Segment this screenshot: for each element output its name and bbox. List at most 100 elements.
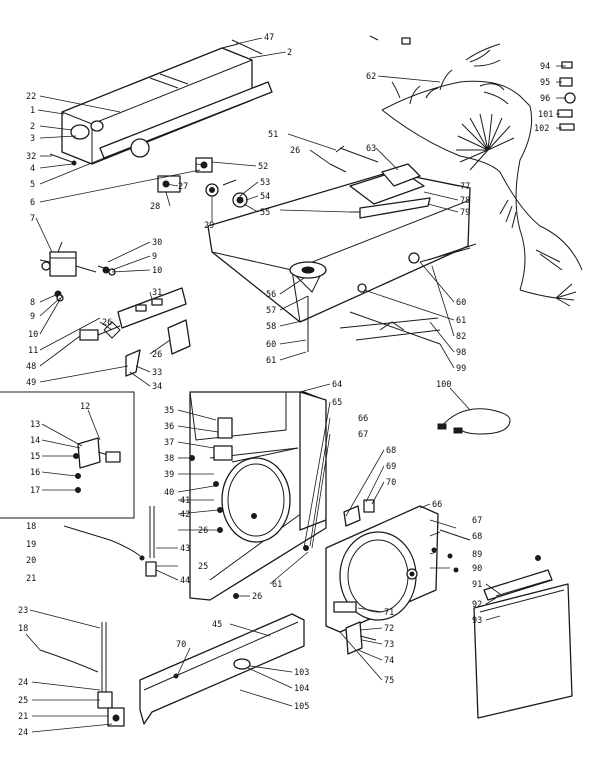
callout-65: 65 (332, 398, 342, 408)
hinge (343, 505, 361, 527)
hinge-bracket (333, 601, 357, 613)
switch (79, 329, 99, 341)
leader-lines (25, 37, 566, 733)
callout-54: 54 (260, 192, 270, 202)
callout-67: 67 (358, 430, 368, 440)
callout-77: 77 (460, 182, 470, 192)
callout-2: 2 (287, 48, 292, 58)
callout-53: 53 (260, 178, 270, 188)
callout-26: 26 (152, 350, 162, 360)
toe-panel (139, 613, 305, 725)
callout-11: 11 (28, 346, 38, 356)
kick-bracket (483, 569, 553, 601)
screw (49, 153, 73, 163)
callout-70: 70 (176, 640, 186, 650)
clip (125, 349, 141, 377)
callout-100: 100 (436, 380, 451, 390)
callout-32: 32 (26, 152, 36, 162)
callout-69: 69 (386, 462, 396, 472)
bracket (167, 319, 191, 355)
callout-2: 2 (30, 122, 35, 132)
callout-17: 17 (30, 486, 40, 496)
callout-19: 19 (26, 540, 36, 550)
callout-30: 30 (152, 238, 162, 248)
callout-72: 72 (384, 624, 394, 634)
callout-75: 75 (384, 676, 394, 686)
selector-knob (90, 120, 104, 132)
callout-21: 21 (26, 574, 36, 584)
callout-31: 31 (152, 288, 162, 298)
callout-28: 28 (150, 202, 160, 212)
lid-rod (339, 147, 379, 163)
callout-68: 68 (386, 446, 396, 456)
door-handle (345, 621, 363, 655)
callout-78: 78 (460, 196, 470, 206)
callout-60: 60 (266, 340, 276, 350)
callout-95: 95 (540, 78, 550, 88)
callout-33: 33 (152, 368, 162, 378)
detail-inset (0, 391, 135, 519)
callout-18: 18 (26, 522, 36, 532)
motor (49, 251, 77, 277)
callout-105: 105 (294, 702, 309, 712)
grommet (357, 283, 367, 293)
callout-89: 89 (472, 550, 482, 560)
top-cover (207, 171, 471, 323)
callout-24: 24 (18, 728, 28, 738)
front-panel-assembly (473, 569, 573, 719)
callout-49: 49 (26, 378, 36, 388)
callout-14: 14 (30, 436, 40, 446)
callout-9: 9 (152, 252, 157, 262)
rod (439, 529, 471, 541)
bracket (217, 417, 233, 439)
control-console-assembly (49, 39, 273, 208)
callout-38: 38 (164, 454, 174, 464)
callout-71: 71 (384, 608, 394, 618)
callout-24: 24 (18, 678, 28, 688)
callout-8: 8 (30, 298, 35, 308)
callout-26: 26 (252, 592, 262, 602)
callout-13: 13 (30, 420, 40, 430)
callout-16: 16 (30, 468, 40, 478)
callout-23: 23 (18, 606, 28, 616)
callout-29: 29 (204, 221, 214, 231)
callout-62: 62 (366, 72, 376, 82)
callout-103: 103 (294, 668, 309, 678)
callout-26: 26 (198, 526, 208, 536)
callout-39: 39 (164, 470, 174, 480)
callout-4: 4 (30, 164, 35, 174)
wire-strip (339, 317, 439, 329)
callout-82: 82 (456, 332, 466, 342)
callout-47: 47 (264, 33, 274, 43)
callout-57: 57 (266, 306, 276, 316)
callout-20: 20 (26, 556, 36, 566)
callout-68: 68 (472, 532, 482, 542)
callout-70: 70 (386, 478, 396, 488)
callout-61: 61 (272, 580, 282, 590)
callout-66: 66 (358, 414, 368, 424)
callout-26: 26 (102, 318, 112, 328)
callout-25: 25 (198, 562, 208, 572)
cabinet-assembly (63, 391, 327, 601)
callout-51: 51 (268, 130, 278, 140)
switch-panel (117, 287, 187, 329)
callout-labels: 47 2 22 1 2 3 32 4 5 6 27 28 29 52 53 54… (18, 33, 553, 738)
callout-96: 96 (540, 94, 550, 104)
bracket (213, 445, 233, 461)
top-cover-assembly (207, 145, 477, 352)
callout-60: 60 (456, 298, 466, 308)
callout-79: 79 (460, 208, 470, 218)
callout-66: 66 (432, 500, 442, 510)
callout-44: 44 (180, 576, 190, 586)
connector (561, 61, 573, 69)
callout-1: 1 (30, 106, 35, 116)
callout-3: 3 (30, 134, 35, 144)
cable (63, 525, 141, 557)
callout-99: 99 (456, 364, 466, 374)
callout-34: 34 (152, 382, 162, 392)
toe-panel-assembly (139, 613, 305, 725)
timer-knob (70, 124, 90, 140)
callout-102: 102 (534, 124, 549, 134)
callout-9: 9 (30, 312, 35, 322)
cabinet-opening (221, 457, 291, 543)
